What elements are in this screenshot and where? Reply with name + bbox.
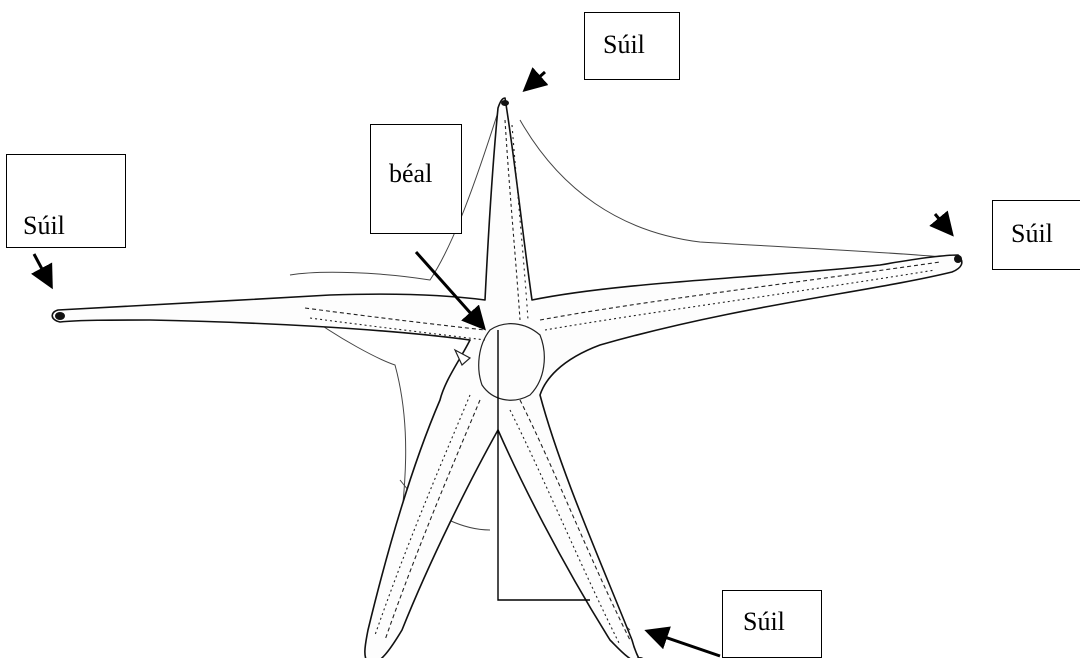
arrow-eye-top bbox=[527, 72, 545, 88]
label-eye-top-text: Súil bbox=[603, 32, 645, 58]
arrow-eye-bottom bbox=[650, 632, 720, 656]
label-mouth: béal bbox=[370, 124, 462, 234]
label-eye-top: Súil bbox=[584, 12, 680, 80]
label-mouth-text: béal bbox=[389, 161, 432, 187]
label-eye-right-text: Súil bbox=[1011, 221, 1053, 247]
label-eye-right: Súil bbox=[992, 200, 1080, 270]
arrow-eye-right bbox=[935, 214, 950, 232]
label-eye-bottom-text: Súil bbox=[743, 609, 785, 635]
starfish-body bbox=[52, 98, 962, 658]
arrow-eye-left bbox=[34, 254, 50, 284]
label-eye-left: Súil bbox=[6, 154, 126, 248]
label-eye-bottom: Súil bbox=[722, 590, 822, 658]
label-eye-left-text: Súil bbox=[23, 213, 65, 239]
